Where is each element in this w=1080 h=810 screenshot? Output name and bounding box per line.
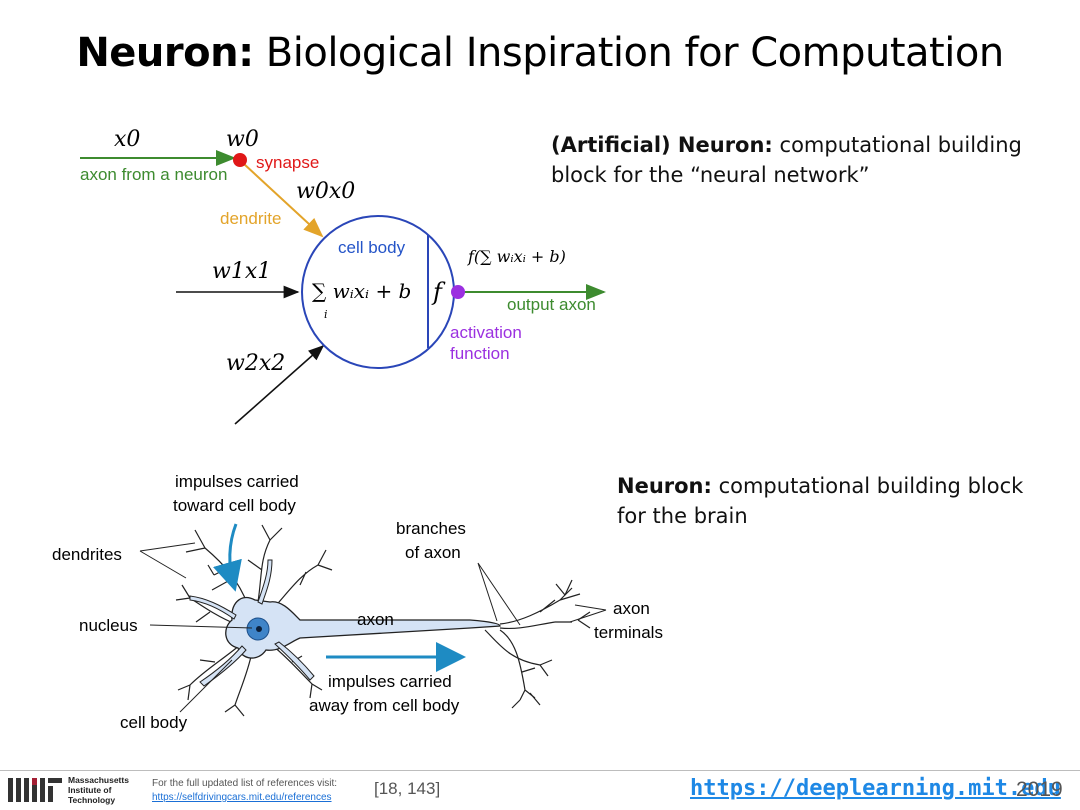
mit-logo-icon — [8, 778, 62, 802]
label-axon-from: axon from a neuron — [80, 165, 227, 184]
mit-wordmark: Massachusetts Institute of Technology — [68, 775, 129, 805]
impulse-toward-arrow — [212, 523, 242, 592]
label-nucleus: nucleus — [79, 616, 138, 635]
label-impulses-away-1: impulses carried — [328, 672, 452, 691]
artificial-neuron-description: (Artificial) Neuron: computational build… — [551, 130, 1051, 190]
slide-title: Neuron: Biological Inspiration for Compu… — [0, 30, 1080, 76]
references-note: For the full updated list of references … — [152, 777, 337, 805]
label-activation-2: function — [450, 344, 510, 363]
pointer-lines — [139, 542, 607, 713]
label-w1x1: w1x1 — [212, 259, 271, 284]
label-branches-1: branches — [396, 519, 466, 538]
label-w0x0: w0x0 — [296, 179, 355, 204]
year-label: 2019 — [1016, 778, 1063, 801]
label-w0: w0 — [226, 127, 259, 152]
label-synapse: synapse — [256, 153, 319, 172]
label-activation-1: activation — [450, 323, 522, 342]
cell-body-shape — [225, 596, 501, 659]
label-impulses-toward-2: toward cell body — [173, 496, 296, 515]
label-sum-expr: ∑ wᵢxᵢ + b — [312, 279, 411, 303]
biological-desc-rest: computational building block for the bra… — [617, 474, 1024, 528]
site-link[interactable]: https://deeplearning.mit.edu — [690, 776, 1061, 801]
artificial-neuron-diagram: x0 w0 synapse axon from a neuron w0x0 de… — [80, 127, 606, 425]
label-dendrites: dendrites — [52, 545, 122, 564]
label-axon-terminals-1: axon — [613, 599, 650, 618]
label-w2x2: w2x2 — [226, 351, 285, 376]
label-x0: x0 — [114, 127, 140, 152]
label-axon-terminals-2: terminals — [594, 623, 663, 642]
synapse-dot — [233, 153, 247, 167]
nucleus-inner — [256, 626, 262, 632]
artificial-desc-bold: (Artificial) Neuron: — [551, 133, 773, 157]
label-sum-sub: i — [324, 308, 328, 321]
axon-branches — [484, 579, 591, 709]
mit-line-2: Institute of — [68, 785, 112, 795]
references-link[interactable]: https://selfdrivingcars.mit.edu/referenc… — [152, 792, 332, 803]
biological-desc-bold: Neuron: — [617, 474, 712, 498]
title-bold: Neuron: — [76, 30, 254, 76]
title-rest: Biological Inspiration for Computation — [253, 30, 1004, 76]
mit-line-1: Massachusetts — [68, 775, 129, 785]
biological-neuron-diagram: impulses carried toward cell body dendri… — [52, 472, 663, 732]
label-cell-body-bio: cell body — [120, 713, 188, 732]
biological-neuron-description: Neuron: computational building block for… — [617, 471, 1057, 531]
label-cell-body: cell body — [338, 238, 406, 257]
label-f-expr: f(∑ wᵢxᵢ + b) — [467, 247, 566, 266]
label-branches-2: of axon — [405, 543, 461, 562]
label-axon: axon — [357, 610, 394, 629]
output-dot — [451, 285, 465, 299]
label-impulses-away-2: away from cell body — [309, 696, 460, 715]
label-output-axon: output axon — [507, 295, 596, 314]
dendrite-line — [243, 163, 324, 238]
reference-numbers: [18, 143] — [374, 779, 441, 798]
mit-line-3: Technology — [68, 795, 116, 805]
input-w2x2-line — [234, 344, 325, 425]
neuron-diagrams: x0 w0 synapse axon from a neuron w0x0 de… — [52, 127, 663, 732]
artificial-desc-rest: computational building block for the “ne… — [551, 133, 1022, 187]
label-dendrite: dendrite — [220, 209, 281, 228]
footer-divider — [0, 770, 1080, 771]
label-impulses-toward-1: impulses carried — [175, 472, 299, 491]
references-line: For the full updated list of references … — [152, 778, 338, 789]
